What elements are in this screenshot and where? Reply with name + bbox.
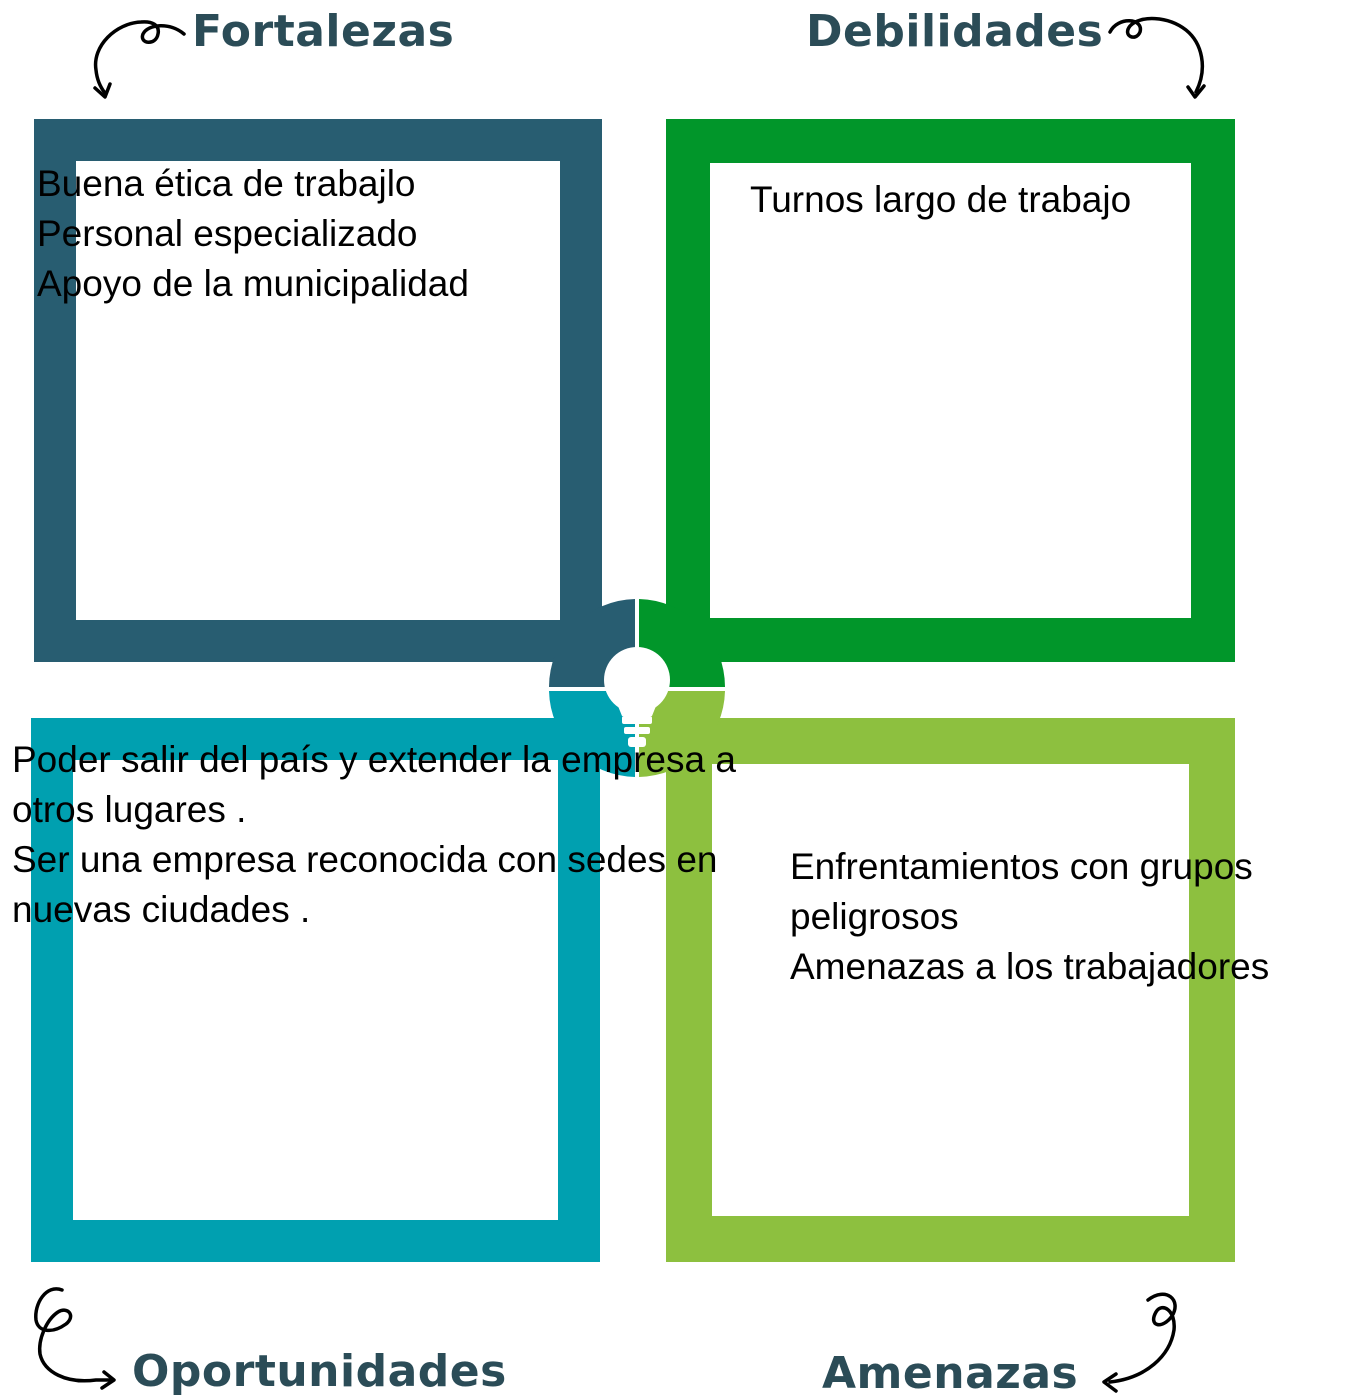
- strengths-frame: [34, 119, 602, 662]
- opportunities-frame: [31, 718, 600, 1262]
- threats-line: Amenazas a los trabajadores: [790, 946, 1270, 987]
- opportunities-line: otros lugares .: [12, 789, 247, 830]
- opportunities-line: nuevas ciudades .: [12, 889, 311, 930]
- strengths-line: Apoyo de la municipalidad: [37, 263, 469, 304]
- strengths-text: Buena ética de trabajlo Personal especia…: [37, 159, 469, 309]
- threats-line: Enfrentamientos con grupos: [790, 846, 1253, 887]
- strengths-title: Fortalezas: [192, 6, 455, 57]
- strengths-line: Personal especializado: [37, 213, 418, 254]
- threats-line: peligrosos: [790, 896, 959, 937]
- threats-frame: [666, 718, 1235, 1262]
- curly-arrow-debilidades-icon: [1108, 16, 1206, 99]
- opportunities-title: Oportunidades: [132, 1346, 507, 1397]
- opportunities-line: Poder salir del país y extender la empre…: [12, 739, 736, 780]
- curly-arrow-fortalezas-icon: [93, 20, 186, 99]
- weaknesses-frame: [666, 119, 1235, 662]
- threats-text: Enfrentamientos con grupos peligrosos Am…: [790, 842, 1269, 992]
- weaknesses-title: Debilidades: [806, 6, 1104, 57]
- opportunities-line: Ser una empresa reconocida con sedes en: [12, 839, 718, 880]
- opportunities-text: Poder salir del país y extender la empre…: [12, 735, 736, 935]
- strengths-line: Buena ética de trabajlo: [37, 163, 416, 204]
- weaknesses-line: Turnos largo de trabajo: [750, 179, 1132, 220]
- threats-title: Amenazas: [822, 1348, 1079, 1399]
- curly-arrow-oportunidades-icon: [34, 1287, 116, 1390]
- lightbulb-icon: [604, 647, 670, 747]
- weaknesses-text: Turnos largo de trabajo: [750, 175, 1131, 225]
- curly-arrow-amenazas-icon: [1102, 1292, 1177, 1393]
